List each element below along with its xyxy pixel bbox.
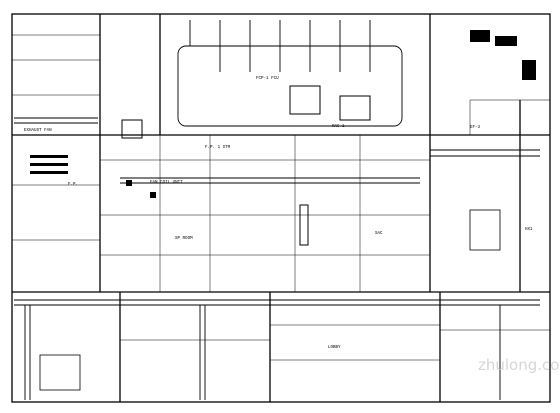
label-fp-1-stm: F.P. 1 STM bbox=[205, 146, 231, 150]
duct-runs bbox=[14, 20, 540, 400]
label-lobby: LOBBY bbox=[328, 346, 341, 350]
label-ef-3: EF-3 bbox=[470, 126, 481, 130]
label-fan-coil-unit: FAN COIL UNIT bbox=[150, 181, 183, 185]
label-hx1: HX1 bbox=[525, 228, 533, 232]
watermark-logo: zhulong.com bbox=[478, 356, 560, 374]
grid-and-partition-lines bbox=[12, 34, 550, 361]
equipment-blocks bbox=[30, 30, 536, 391]
label-exhaust-fan: EXHAUST FAN bbox=[24, 129, 52, 133]
label-fcp-1-fcu: FCP-1 FCU bbox=[256, 77, 279, 81]
label-sac: SAC bbox=[375, 232, 383, 236]
label-rac-1: RAC-1 bbox=[332, 125, 345, 129]
wall-lines bbox=[11, 13, 551, 403]
label-fp: F.P. bbox=[68, 183, 78, 187]
label-sp-room: SP ROOM bbox=[175, 237, 193, 241]
